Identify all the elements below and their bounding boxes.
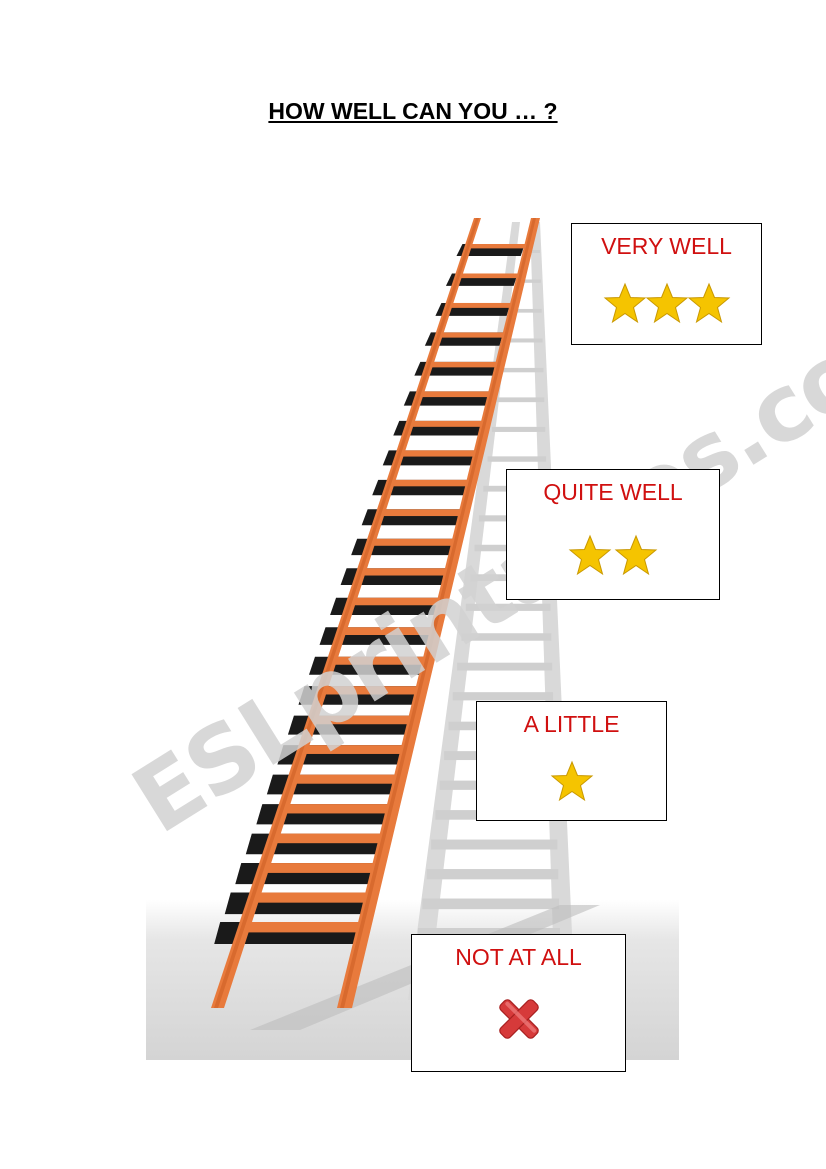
level-label: QUITE WELL [543,479,683,505]
ladder-rungs [214,244,529,944]
ladder-rung [429,361,501,368]
ladder-rung [246,922,366,933]
ladder-rung [449,302,515,308]
star-icon [603,282,647,328]
ladder-rung [352,597,444,606]
ladder-shadow-rung [491,426,546,432]
star-rating [477,760,666,807]
ladder-rung [313,715,416,725]
ladder-rung [265,863,380,873]
ladder-shadow-rung [452,692,554,701]
ladder-rung [400,450,480,457]
ladder-rails [211,218,540,1008]
ladder-rung [439,332,508,338]
ladder-shadow-rung [422,898,560,910]
ladder-shadow-rung [461,633,552,641]
cross-rating [412,993,625,1050]
ladder-rung [294,774,402,784]
ladder-shadow-rung [426,869,559,880]
ladder-rung [275,833,387,844]
ladder-rung [391,479,473,487]
ladder-rung [381,509,465,517]
ladder-shadow-rung [465,603,551,611]
page-title: HOW WELL CAN YOU … ? [268,98,558,124]
ladder-rung [342,627,437,636]
cross-icon [493,999,545,1049]
ladder-shadow-rung [504,338,543,343]
star-icon [645,282,689,328]
ladder-shadow-rung [509,308,542,313]
level-box-a-little: A LITTLE [476,701,667,821]
ladder-rung [255,892,373,903]
ladder-rung [284,804,395,814]
star-icon [568,534,612,580]
ladder-rung [420,391,494,398]
ladder-rung [362,568,451,576]
ladder-shadow-rung [500,367,544,373]
ladder-rung [410,420,487,427]
ladder-rung [333,656,430,665]
star-icon [687,282,731,328]
ladder-rung [458,273,522,279]
level-box-not-at-all: NOT AT ALL [411,934,626,1072]
ladder-shadow-rung [487,456,547,462]
level-box-quite-well: QUITE WELL [506,469,720,600]
ladder-shadow-rung [418,928,560,939]
level-label: A LITTLE [523,711,620,737]
star-rating [507,534,719,581]
star-icon [614,534,658,580]
star-icon [550,760,594,806]
ladder-shadow-rung [457,662,553,671]
ladder-shadow-rung [431,839,558,850]
ladder-rung [371,538,458,546]
ladder-rung [468,244,529,249]
level-label: VERY WELL [601,233,732,259]
ladder-shadow-rung [496,397,545,403]
level-label: NOT AT ALL [455,944,582,970]
star-rating [572,282,761,329]
ladder-shadow-rung [513,279,541,283]
ladder-rung [323,686,423,695]
level-box-very-well: VERY WELL [571,223,762,345]
ladder-rung [304,745,409,754]
